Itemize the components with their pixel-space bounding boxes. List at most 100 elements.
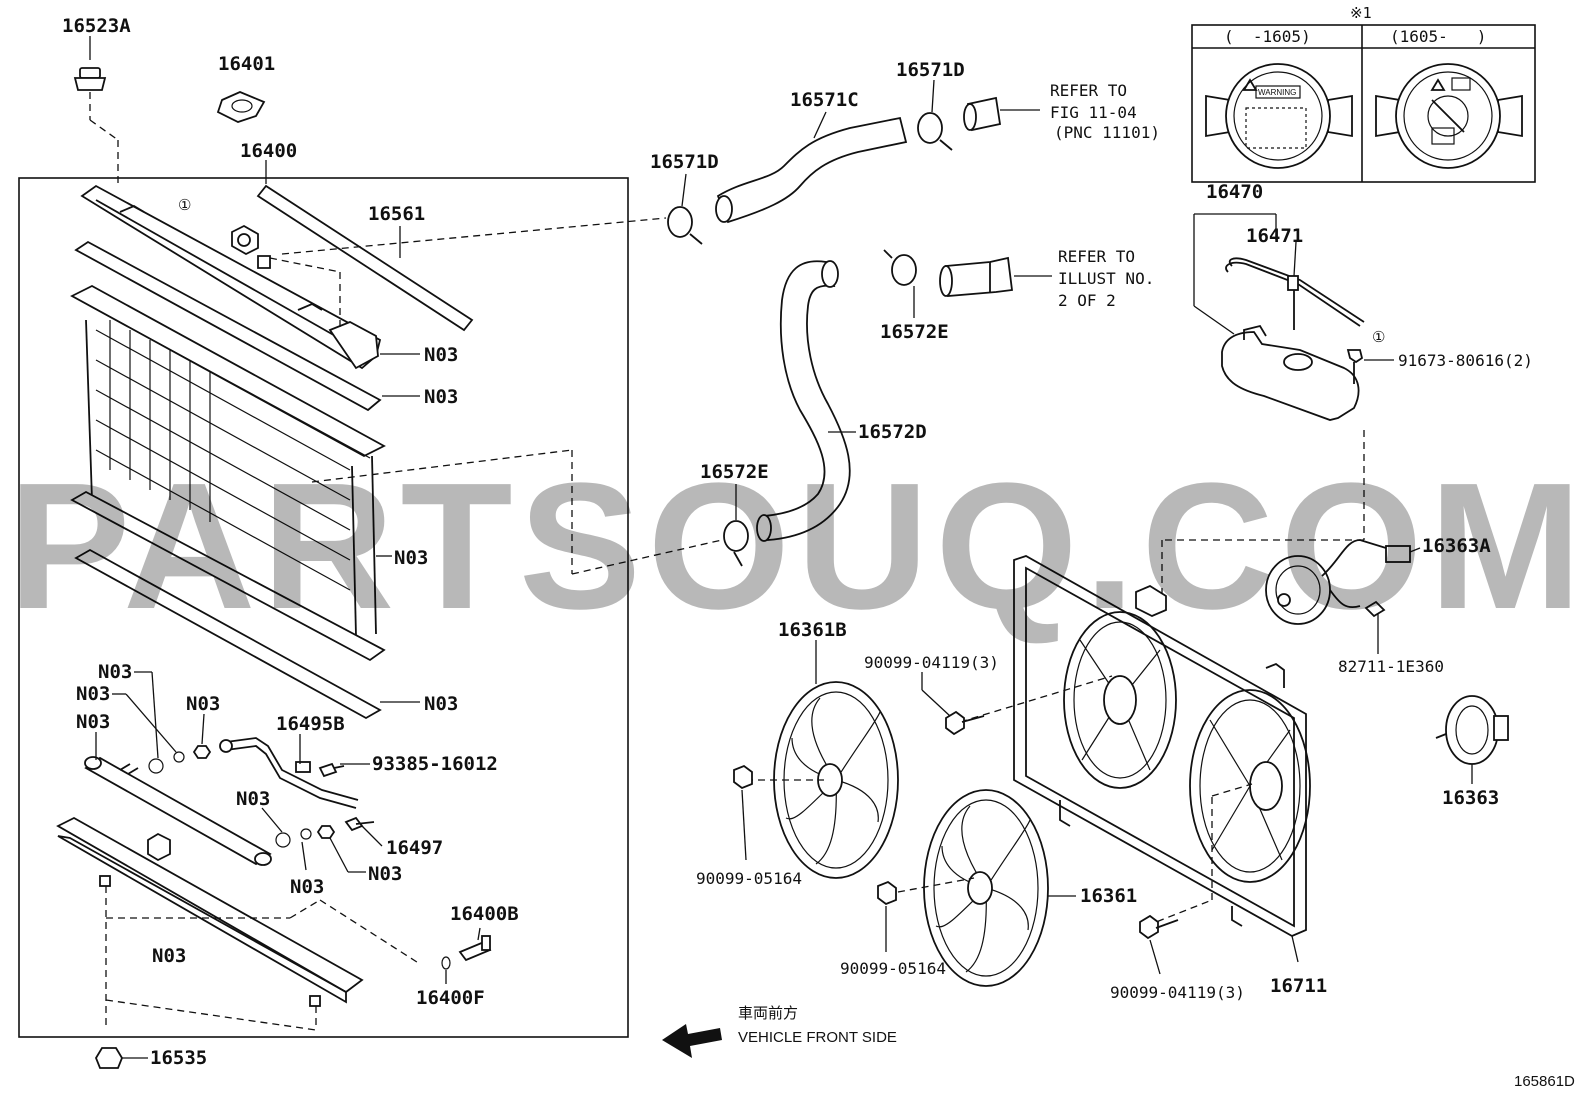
- label-16561[interactable]: 16561: [368, 203, 425, 225]
- fan-nut-icon-2[interactable]: [877, 880, 897, 906]
- fan-shroud[interactable]: [1013, 555, 1311, 938]
- fan-nut-icon[interactable]: [733, 764, 753, 790]
- cooling-fan-icon-2[interactable]: [923, 789, 1049, 987]
- label-16572e-lower[interactable]: 16572E: [700, 461, 769, 483]
- shroud-bolt-icon[interactable]: [945, 710, 985, 736]
- motor-clip-icon[interactable]: [1364, 600, 1386, 618]
- label-16571c[interactable]: 16571C: [790, 89, 859, 111]
- label-n03-o-ring[interactable]: N03: [98, 661, 132, 683]
- label-82711-1e360[interactable]: 82711-1E360: [1338, 657, 1444, 676]
- label-16361[interactable]: 16361: [1080, 885, 1137, 907]
- lower-tank[interactable]: [56, 816, 364, 1007]
- label-16572d[interactable]: 16572D: [858, 421, 927, 443]
- label-16571d-right[interactable]: 16571D: [896, 59, 965, 81]
- circle-1-marker: ①: [178, 196, 191, 214]
- hose-clamp-icon[interactable]: [667, 206, 703, 245]
- circle-1-marker-2: ①: [1372, 328, 1385, 346]
- label-16400f[interactable]: 16400F: [416, 987, 485, 1009]
- hose-clamp-icon-2[interactable]: [917, 112, 953, 151]
- label-n03-core[interactable]: N03: [394, 547, 428, 569]
- fan-motor-icon-2[interactable]: [1435, 695, 1509, 765]
- upper-tank[interactable]: [80, 184, 382, 370]
- label-16572e-upper[interactable]: 16572E: [880, 321, 949, 343]
- reservoir-tank[interactable]: [1221, 324, 1360, 421]
- label-93385-16012[interactable]: 93385-16012: [372, 753, 498, 775]
- label-n03-washer-2[interactable]: N03: [290, 876, 324, 898]
- reservoir-assembly: [1161, 213, 1394, 600]
- lower-radiator-hose[interactable]: [756, 260, 851, 542]
- label-91673-80616[interactable]: 91673-80616(2): [1398, 351, 1533, 370]
- drain-cock-icon[interactable]: [458, 935, 492, 962]
- radiator-cap-inset: [1191, 24, 1536, 183]
- label-90099-05164-right[interactable]: 90099-05164: [840, 959, 946, 978]
- label-16401[interactable]: 16401: [218, 53, 275, 75]
- label-n03-pipe[interactable]: N03: [76, 711, 110, 733]
- figure-id: 165861D: [1514, 1073, 1575, 1090]
- label-16363[interactable]: 16363: [1442, 787, 1499, 809]
- inset-left-header: ( -1605): [1224, 27, 1311, 46]
- label-n03-o-ring-2[interactable]: N03: [236, 788, 270, 810]
- bolt-icon: [318, 762, 345, 778]
- label-16523a[interactable]: 16523A: [62, 15, 131, 37]
- label-16471[interactable]: 16471: [1246, 225, 1303, 247]
- label-90099-05164-left[interactable]: 90099-05164: [696, 869, 802, 888]
- o-ring-icon-2: [275, 832, 291, 848]
- upper-radiator-hose[interactable]: [715, 116, 908, 224]
- label-16400b[interactable]: 16400B: [450, 903, 519, 925]
- drain-o-ring-icon: [441, 956, 451, 970]
- radiator-cap-old-icon[interactable]: [1205, 63, 1353, 169]
- inset-right-header: (1605- ): [1390, 27, 1486, 46]
- water-inlet-housing[interactable]: [939, 256, 1014, 297]
- reservoir-bolt-icon[interactable]: [1346, 349, 1364, 384]
- label-n03-lower-tank[interactable]: N03: [152, 945, 186, 967]
- washer-icon-2: [300, 828, 312, 840]
- label-16470[interactable]: 16470: [1206, 181, 1263, 203]
- hose-clamp-icon-3[interactable]: [883, 249, 917, 286]
- mount-cushion-icon[interactable]: [94, 1047, 124, 1069]
- gasket-icon[interactable]: [216, 91, 266, 123]
- label-n03-nut[interactable]: N03: [186, 693, 220, 715]
- direction-jp: 車両前方: [738, 1005, 798, 1022]
- shroud-bolt-icon-2[interactable]: [1139, 914, 1179, 940]
- reservoir-hose[interactable]: [1225, 257, 1365, 330]
- radiator-cap-icon[interactable]: [73, 67, 107, 91]
- label-16363a[interactable]: 16363A: [1422, 535, 1491, 557]
- nut-icon: [192, 745, 212, 759]
- radiator-assembly: [18, 36, 723, 1069]
- label-16361b[interactable]: 16361B: [778, 619, 847, 641]
- label-90099-04119-upper[interactable]: 90099-04119(3): [864, 653, 999, 672]
- label-n03-lower-gasket[interactable]: N03: [424, 693, 458, 715]
- label-16571d-left[interactable]: 16571D: [650, 151, 719, 173]
- fan-motor-icon[interactable]: [1265, 539, 1411, 625]
- hose-clamp-icon-4[interactable]: [723, 520, 749, 567]
- oil-cooler-hose[interactable]: [219, 737, 359, 809]
- radiator-cap-new-icon[interactable]: [1375, 63, 1523, 169]
- o-ring-icon: [148, 758, 164, 774]
- label-n03-upper-tank[interactable]: N03: [424, 344, 458, 366]
- washer-icon: [173, 751, 185, 763]
- refer-fig-line3: (PNC 11101): [1054, 123, 1160, 142]
- oil-cooler-pipe[interactable]: [84, 756, 272, 866]
- refer-illust-line2[interactable]: ILLUST NO.: [1058, 269, 1154, 288]
- direction-en: VEHICLE FRONT SIDE: [738, 1029, 897, 1046]
- label-90099-04119-lower[interactable]: 90099-04119(3): [1110, 983, 1245, 1002]
- label-16400[interactable]: 16400: [240, 140, 297, 162]
- refer-illust-line3: 2 OF 2: [1058, 291, 1116, 310]
- cooling-fan-icon[interactable]: [773, 681, 899, 879]
- label-16497[interactable]: 16497: [386, 837, 443, 859]
- inset-frame: [1191, 24, 1536, 183]
- hoses: [667, 79, 1052, 567]
- refer-illust-line1: REFER TO: [1058, 247, 1135, 266]
- label-n03-nut-2[interactable]: N03: [368, 863, 402, 885]
- front-direction-arrow-icon: [662, 1024, 722, 1058]
- label-16711[interactable]: 16711: [1270, 975, 1327, 997]
- radiator-seal[interactable]: [256, 184, 474, 332]
- label-16495b[interactable]: 16495B: [276, 713, 345, 735]
- refer-fig-line2[interactable]: FIG 11-04: [1050, 103, 1137, 122]
- radiator-core[interactable]: [70, 284, 386, 662]
- label-n03-washer[interactable]: N03: [76, 683, 110, 705]
- nut-icon-2: [316, 825, 336, 839]
- label-16535[interactable]: 16535: [150, 1047, 207, 1069]
- label-n03-upper-gasket[interactable]: N03: [424, 386, 458, 408]
- water-outlet-pipe[interactable]: [963, 96, 1002, 132]
